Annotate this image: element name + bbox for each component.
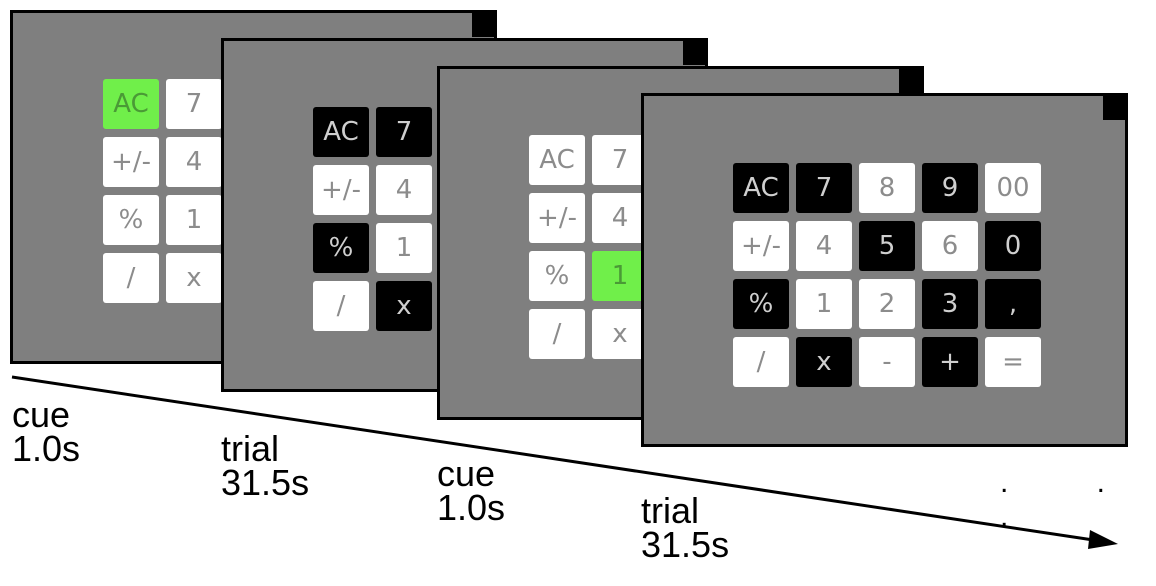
corner-marker [472,13,494,37]
calculator-key[interactable]: AC [313,107,369,157]
calculator-key[interactable]: 7 [166,79,222,129]
calculator-key[interactable]: +/- [529,193,585,243]
calculator-key[interactable]: 8 [859,163,915,213]
calculator-key[interactable]: 1 [592,251,648,301]
corner-marker [1103,96,1125,120]
calculator-key[interactable]: +/- [313,165,369,215]
calculator-key[interactable]: / [103,253,159,303]
calculator-key[interactable]: x [592,309,648,359]
calculator-key[interactable]: % [103,195,159,245]
corner-marker [683,41,705,65]
calculator-key[interactable]: / [529,309,585,359]
calculator-key[interactable]: x [796,337,852,387]
calculator-key[interactable]: 1 [376,223,432,273]
corner-marker [899,69,921,93]
calculator-key[interactable]: 7 [376,107,432,157]
calculator-key[interactable]: % [529,251,585,301]
calculator-key[interactable]: + [922,337,978,387]
calculator-key[interactable]: 7 [796,163,852,213]
calculator-key[interactable]: 4 [376,165,432,215]
continuation-dots: . . . [1000,466,1146,533]
calculator-key[interactable]: 4 [166,137,222,187]
calculator-key[interactable]: / [313,281,369,331]
calculator-key[interactable]: 9 [922,163,978,213]
calculator-key[interactable]: 7 [592,135,648,185]
calculator-key[interactable]: % [733,279,789,329]
calculator-key[interactable]: % [313,223,369,273]
calculator-key[interactable]: = [985,337,1041,387]
calculator-key[interactable]: AC [103,79,159,129]
calculator-key[interactable]: x [376,281,432,331]
calculator-key[interactable]: 0 [985,221,1041,271]
calculator-key[interactable]: +/- [733,221,789,271]
calculator-key[interactable]: 5 [859,221,915,271]
calculator-key[interactable]: 6 [922,221,978,271]
calculator-key[interactable]: 00 [985,163,1041,213]
calculator-key[interactable]: 1 [166,195,222,245]
calculator-key[interactable]: - [859,337,915,387]
calculator-key[interactable]: +/- [103,137,159,187]
calculator-key[interactable]: 2 [859,279,915,329]
calculator-key[interactable]: / [733,337,789,387]
calculator-key[interactable]: 4 [796,221,852,271]
calculator-key[interactable]: , [985,279,1041,329]
calculator-key[interactable]: 1 [796,279,852,329]
calculator-key[interactable]: 4 [592,193,648,243]
calculator-key[interactable]: AC [733,163,789,213]
calculator-key[interactable]: AC [529,135,585,185]
calculator-key[interactable]: x [166,253,222,303]
calculator-key[interactable]: 3 [922,279,978,329]
